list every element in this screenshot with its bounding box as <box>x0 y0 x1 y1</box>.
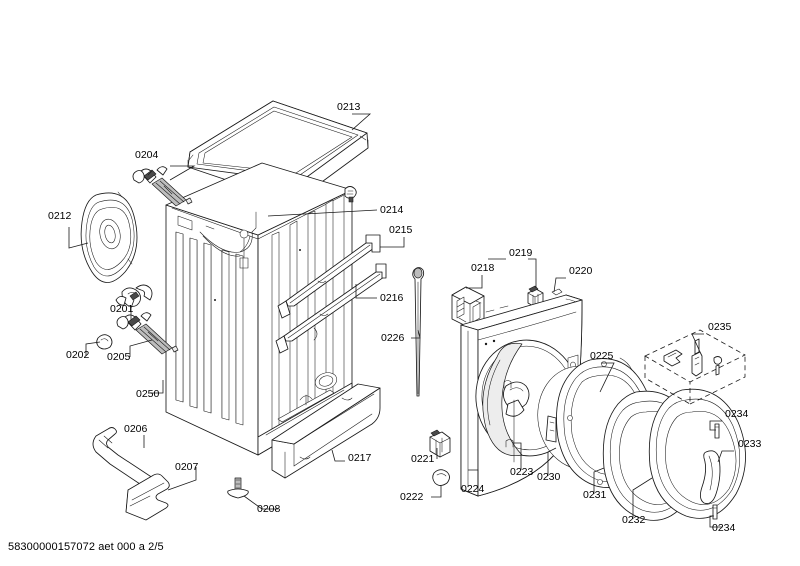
part-door-handle-insert <box>699 450 721 504</box>
part-front-panel <box>460 294 583 497</box>
callout-label-cap-plug: 0202 <box>66 349 90 361</box>
callout-label-door-interlock-module: 0218 <box>471 262 495 274</box>
callout-label-base-kick-plate: 0217 <box>348 452 372 464</box>
callout-label-door-handle-insert: 0233 <box>738 438 762 450</box>
part-shock-absorber-upper <box>132 166 193 207</box>
part-cap-nut <box>432 469 450 486</box>
callout-label-cabinet-housing: 0250 <box>136 388 160 400</box>
part-hinge-pin-lower <box>712 504 718 520</box>
callout-label-transport-bar-lower: 0216 <box>380 292 404 304</box>
part-spring-clip <box>115 284 153 307</box>
callout-label-front-panel-fixing: 0220 <box>569 265 593 277</box>
part-retaining-clip <box>429 429 451 458</box>
callout-label-screw-foot: 0208 <box>257 503 281 515</box>
part-screw-foot <box>227 477 249 499</box>
part-rear-panel-fixing <box>344 186 357 203</box>
callout-label-cap-nut: 0222 <box>400 491 424 503</box>
callout-label-top-cover-lid: 0213 <box>337 101 361 113</box>
callout-label-transport-bar-upper: 0215 <box>389 224 413 236</box>
callout-label-front-panel: 0224 <box>461 483 485 495</box>
part-base-kick-plate <box>271 383 381 479</box>
callout-label-oval-cover-plate: 0212 <box>48 210 72 222</box>
callout-label-shock-absorber-lower: 0205 <box>107 351 131 363</box>
part-transport-bar-upper <box>277 234 381 319</box>
part-cap-plug <box>96 334 113 350</box>
part-transport-bracket <box>125 473 170 521</box>
callout-label-rear-panel-fixing: 0214 <box>380 204 404 216</box>
callout-label-transport-bracket: 0207 <box>175 461 199 473</box>
part-front-panel-fixing <box>551 288 563 296</box>
callout-label-tension-rod: 0226 <box>381 332 405 344</box>
callout-label-door-seal-ring: 0225 <box>590 350 614 362</box>
sheet-footer-text: 58300000157072 aet 000 a 2/5 <box>8 541 164 553</box>
callout-label-door-latch-kit: 0235 <box>708 321 732 333</box>
callout-label-door-outer-trim-ring: 0232 <box>622 514 646 526</box>
callout-label-shock-absorber-upper: 0204 <box>135 149 159 161</box>
part-top-cover-lid <box>187 100 369 200</box>
callout-label-retaining-clip: 0221 <box>411 453 435 465</box>
part-shock-absorber-lower <box>116 312 179 355</box>
part-cabinet-housing <box>165 162 353 456</box>
part-door-interlock-module <box>451 286 485 329</box>
part-transport-bar-lower <box>275 263 387 354</box>
callout-label-spanner-wrench: 0206 <box>124 423 148 435</box>
callout-label-door-glass-ring: 0231 <box>583 489 607 501</box>
callout-label-door-hinge-screw: 0223 <box>510 466 534 478</box>
callout-label-hinge-pin-upper: 0234 <box>725 408 749 420</box>
leader-lines <box>68 113 734 528</box>
callout-label-door-hinge-frame: 0230 <box>537 471 561 483</box>
part-oval-cover-plate <box>80 191 138 283</box>
callout-label-hinge-pin-lower: 0234 <box>712 522 736 534</box>
callout-label-panel-clip: 0219 <box>509 247 533 259</box>
callout-label-spring-clip: 0201 <box>110 303 134 315</box>
callout-labels: 0201 0202 0204 0205 0206 0207 0208 0212 0213 0214… <box>48 101 762 534</box>
part-hinge-pin-upper <box>714 423 720 439</box>
